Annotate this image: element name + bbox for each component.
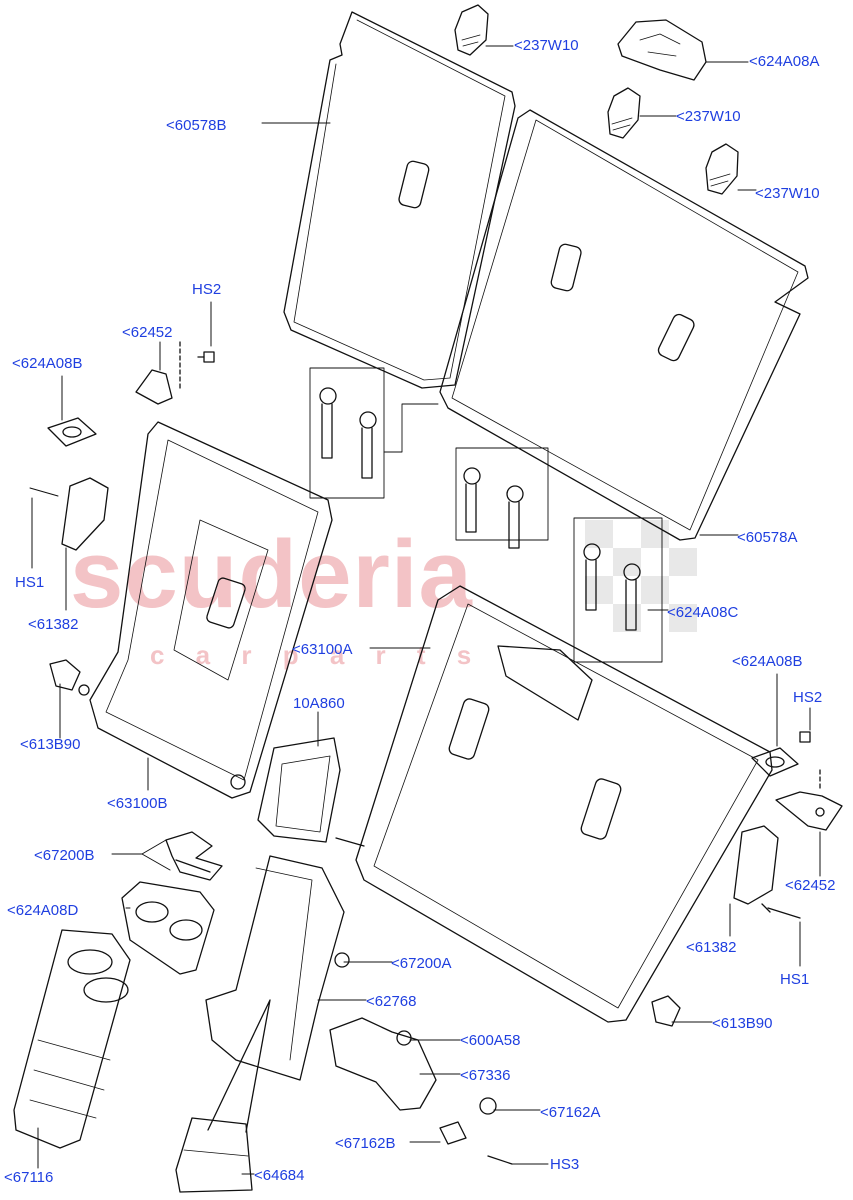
bushing-67162B [439, 1121, 467, 1145]
pivot-613B90-right [651, 995, 681, 1027]
callout-67162A[interactable]: <67162A [540, 1104, 601, 1121]
callout-67200B[interactable]: <67200B [34, 847, 95, 864]
bin-10A860 [257, 737, 341, 843]
callout-62452-left[interactable]: <62452 [122, 324, 173, 341]
callout-613B90-left[interactable]: <613B90 [20, 736, 81, 753]
callout-624A08A[interactable]: <624A08A [749, 53, 820, 70]
mechanism-67336 [329, 1017, 437, 1111]
callout-10A860[interactable]: 10A860 [293, 695, 345, 712]
bolt-HS2-left [197, 351, 215, 363]
latch-group-1 [309, 367, 439, 499]
callout-61382-left[interactable]: <61382 [28, 616, 79, 633]
latch-group-3 [573, 517, 663, 663]
clip-237W10-b [607, 87, 641, 139]
cover-624A08A [617, 19, 707, 81]
tray-67116 [13, 929, 131, 1149]
callout-237W10-a[interactable]: <237W10 [514, 37, 579, 54]
seat-frame-63100B [78, 421, 333, 799]
callout-67200A[interactable]: <67200A [391, 955, 452, 972]
backrest-panel-60578B [283, 11, 516, 389]
leader-lines [31, 45, 821, 1175]
callout-HS3[interactable]: HS3 [550, 1156, 580, 1173]
callout-61382-right[interactable]: <61382 [686, 939, 737, 956]
checkered-flag-watermark [585, 520, 697, 632]
callout-60578A[interactable]: <60578A [737, 529, 798, 546]
callout-HS2-right[interactable]: HS2 [793, 689, 823, 706]
pivot-613B90-left [49, 659, 81, 691]
callout-237W10-c[interactable]: <237W10 [755, 185, 820, 202]
backrest-panel-60578A [439, 109, 809, 541]
hinge-61382-left [29, 477, 109, 551]
callout-63100B[interactable]: <63100B [107, 795, 168, 812]
bracket-62452-left [135, 341, 181, 405]
cupholder-624A08D [121, 881, 215, 975]
callout-600A58[interactable]: <600A58 [460, 1032, 521, 1049]
callout-237W10-b[interactable]: <237W10 [676, 108, 741, 125]
callout-67162B[interactable]: <67162B [335, 1135, 396, 1152]
callout-624A08B-left[interactable]: <624A08B [12, 355, 83, 372]
cover-624A08B-right [751, 747, 799, 777]
callout-HS1-left[interactable]: HS1 [15, 574, 45, 591]
clip-237W10-a [454, 4, 489, 56]
latch-group-2 [455, 447, 549, 549]
clip-67200B [165, 831, 223, 881]
pad-64684 [175, 1117, 253, 1193]
bracket-62452-right [775, 769, 843, 831]
bolt-HS1-right [761, 903, 801, 919]
clip-67200A [334, 952, 350, 968]
bolt-HS2-right [799, 731, 811, 743]
callout-62768[interactable]: <62768 [366, 993, 417, 1010]
bushing-67162A [479, 1097, 497, 1115]
cover-624A08B-left [47, 417, 97, 447]
callout-HS1-right[interactable]: HS1 [780, 971, 810, 988]
hinge-61382-right [733, 825, 779, 905]
screw-HS3 [487, 1155, 513, 1165]
clip-600A58 [396, 1030, 412, 1046]
callout-624A08B-right[interactable]: <624A08B [732, 653, 803, 670]
callout-613B90-right[interactable]: <613B90 [712, 1015, 773, 1032]
callout-60578B[interactable]: <60578B [166, 117, 227, 134]
callout-63100A[interactable]: <63100A [292, 641, 353, 658]
callout-624A08C[interactable]: <624A08C [667, 604, 739, 621]
callout-67116[interactable]: <67116 [4, 1169, 54, 1186]
callout-62452-right[interactable]: <62452 [785, 877, 836, 894]
armrest-62768 [205, 855, 345, 1133]
callout-67336[interactable]: <67336 [460, 1067, 511, 1084]
callout-624A08D[interactable]: <624A08D [7, 902, 79, 919]
clip-237W10-c [705, 143, 739, 195]
callout-64684[interactable]: <64684 [254, 1167, 305, 1184]
callout-HS2-left[interactable]: HS2 [192, 281, 222, 298]
